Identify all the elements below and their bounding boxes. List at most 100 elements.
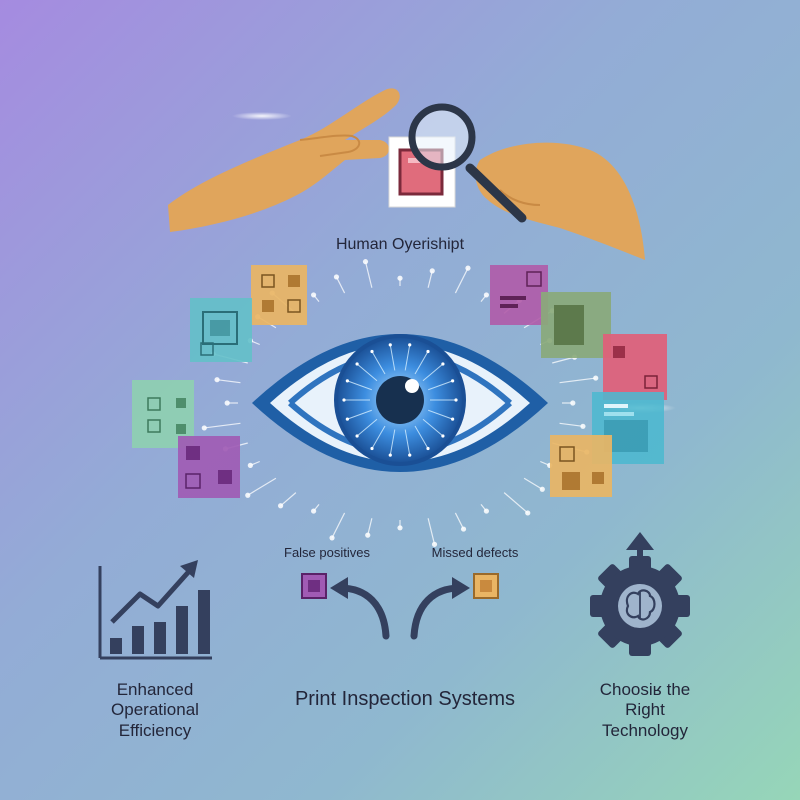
eye-icon [201, 259, 599, 547]
iris-circuit [342, 343, 458, 457]
technology-line-3: Technology [601, 720, 688, 740]
iris-circuit-line [428, 380, 453, 391]
circuit-node [483, 292, 489, 298]
missed-defect-tile-detail [480, 580, 492, 592]
circuit-node [224, 400, 230, 406]
iris-circuit-line [389, 429, 396, 456]
circuit-ray [427, 518, 436, 545]
iris-circuit-node [345, 417, 349, 421]
circuit-node [465, 265, 471, 271]
circuit-node [201, 425, 207, 431]
circuit-node [329, 535, 335, 541]
magnifier-handle [465, 163, 527, 223]
iris-circuit-node [388, 343, 392, 347]
circuit-ray [335, 276, 346, 294]
tile-purple-top-right [490, 265, 548, 325]
iris-circuit-line [422, 418, 444, 437]
circuit-ray [427, 270, 433, 288]
iris-circuit-line [371, 425, 386, 449]
chart-trend-line [110, 566, 194, 624]
right-hand-finger [499, 189, 541, 206]
iris-circuit-node [408, 453, 412, 457]
circuit-ray [454, 267, 469, 294]
iris-circuit-line [414, 425, 429, 449]
circuit-node [333, 274, 340, 280]
circuit-node [539, 486, 545, 492]
tile-teal-left [190, 298, 252, 362]
iris-circuit-line [389, 344, 396, 371]
right-hand [475, 142, 645, 260]
technology-line-2: Right [625, 700, 665, 720]
circuit-ray [367, 518, 373, 536]
iris-circuit-node [426, 446, 430, 451]
growth-chart-icon [98, 560, 212, 660]
missed-defects-label: Missed defects [431, 545, 519, 560]
eye-highlight [405, 379, 419, 393]
circuit-node [277, 503, 284, 509]
left-hand-finger [299, 134, 361, 157]
circuit-node [245, 492, 251, 498]
iris-circuit-node [342, 398, 346, 402]
circuit-node [593, 375, 599, 381]
efficiency-line-3: Efficiency [118, 720, 192, 740]
print-detail [408, 158, 426, 163]
tile-orange-top-left [251, 265, 307, 325]
choose-technology-label: Choosiʁ the Right Technology [565, 680, 725, 741]
iris-circuit-node [454, 398, 458, 402]
circuit-node [247, 462, 253, 468]
iris-circuit-node [345, 379, 349, 383]
circuit-node [311, 508, 317, 514]
circuit-node [570, 400, 576, 406]
iris-circuit-node [441, 362, 445, 366]
iris-circuit-node [388, 453, 392, 457]
circuit-ray [331, 512, 346, 539]
chart-bar [176, 606, 188, 654]
circuit-node [397, 525, 403, 531]
print-inspection-title: Print Inspection Systems [294, 688, 516, 710]
circuit-ray [559, 377, 596, 384]
circuit-node [483, 508, 489, 514]
iris-circuit-node [451, 379, 455, 383]
left-hand [168, 88, 400, 233]
iris-circuit-line [371, 351, 386, 375]
iris-circuit-line [347, 380, 372, 391]
light-flare [232, 112, 292, 120]
magnifier-lens [408, 103, 476, 171]
iris-circuit-node [370, 349, 374, 354]
chart-bar [132, 626, 144, 654]
circuit-ray [454, 512, 465, 530]
efficiency-line-1: Enhanced [116, 680, 194, 699]
circuit-ray [247, 477, 277, 496]
gear-brain-icon [590, 532, 690, 656]
brain-outline [625, 589, 656, 621]
iris-circuit-line [347, 409, 372, 420]
chart-bar [154, 622, 166, 654]
chart-bar [198, 590, 210, 654]
circuit-ray [552, 356, 575, 364]
human-oversight-label: Human Oyerishipt [335, 236, 465, 253]
circuit-node [460, 526, 467, 532]
iris-circuit-node [451, 417, 455, 421]
iris-circuit-node [370, 446, 374, 451]
iris-circuit-line [428, 409, 453, 420]
efficiency-line-2: Operational [111, 700, 199, 720]
circuit-ray [503, 492, 529, 514]
tile-olive-right [541, 292, 611, 358]
tile-orange-bottom-right [550, 435, 612, 497]
curved-arrows-icon [301, 573, 499, 640]
circuit-node [397, 275, 403, 281]
circuit-ray [364, 261, 373, 288]
iris-circuit-line [404, 344, 411, 371]
false-positives-label: False positives [284, 545, 370, 560]
false-positive-tile-detail [308, 580, 320, 592]
circuit-node [214, 377, 220, 383]
circuit-ray [204, 422, 241, 429]
circuit-node [362, 259, 369, 265]
iris-circuit-line [414, 351, 429, 375]
hands-holding-magnifier-icon [168, 88, 645, 260]
technology-line-1: Choosiʁ the [599, 680, 691, 699]
circuit-node [429, 268, 435, 274]
circuit-node [580, 423, 586, 429]
floating-tiles [132, 265, 667, 498]
